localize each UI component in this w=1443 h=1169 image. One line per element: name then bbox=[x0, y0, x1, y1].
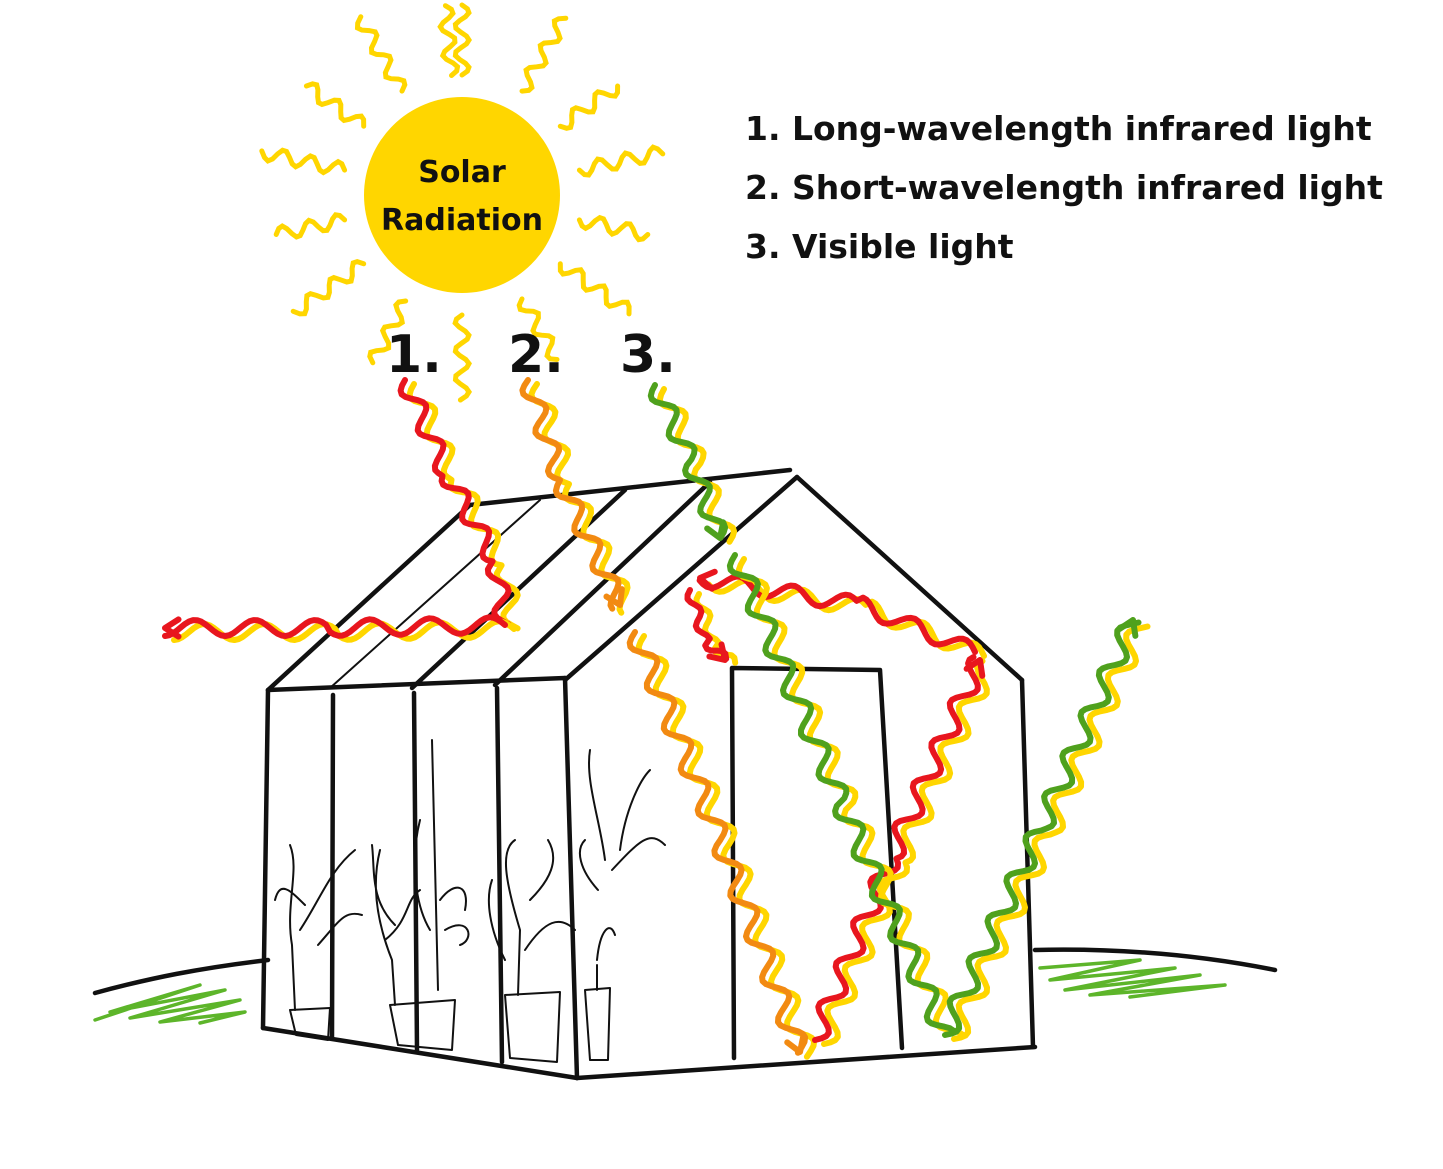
sun-rays bbox=[259, 2, 666, 403]
sun-label-line1: Solar bbox=[418, 155, 506, 190]
ray-trapped-ir-down-arrowhead bbox=[706, 641, 728, 663]
ray-trapped-ir-down bbox=[684, 587, 730, 662]
sun-ray bbox=[557, 261, 632, 317]
gable-bottom bbox=[574, 1044, 1038, 1081]
sun-ray bbox=[437, 3, 461, 78]
ray-short-ir-inside-arrowhead bbox=[784, 1033, 807, 1055]
sun-ray bbox=[576, 144, 666, 178]
sun-ray bbox=[557, 83, 621, 131]
ray-visible-inside-shadow bbox=[735, 556, 966, 1038]
ray-trapped-ir-up-arrowhead bbox=[963, 657, 986, 679]
side-wall-top bbox=[265, 675, 568, 693]
ray-visible-exit bbox=[942, 619, 1142, 1038]
ray-visible-incoming-arrowhead bbox=[704, 519, 727, 541]
ray-trapped-ir-up-shadow bbox=[821, 658, 990, 1047]
sun-ray bbox=[273, 212, 348, 240]
ray-short-ir-inside bbox=[626, 629, 809, 1056]
ray-visible-exit-shadow bbox=[951, 623, 1151, 1042]
ray-visible-exit-arrowhead bbox=[1116, 617, 1139, 639]
sun-ray bbox=[452, 312, 473, 403]
greenhouse bbox=[260, 467, 1038, 1081]
sun: Solar Radiation bbox=[259, 2, 666, 403]
wall-post-1 bbox=[329, 692, 336, 1040]
ray-short-ir-roof-arrowhead bbox=[603, 586, 625, 608]
sun-ray bbox=[576, 214, 651, 243]
ground bbox=[92, 947, 1278, 1025]
ray-visible-incoming bbox=[647, 382, 729, 541]
roof-rib-1 bbox=[329, 499, 541, 689]
side-wall-left bbox=[260, 687, 271, 1031]
ground-line-right bbox=[1032, 947, 1278, 973]
sun-ray bbox=[519, 15, 569, 94]
legend: 1. Long-wavelength infrared light 2. Sho… bbox=[745, 109, 1383, 266]
ray-marker-2: 2. bbox=[508, 325, 564, 385]
sun-ray bbox=[516, 296, 560, 362]
wall-post-3 bbox=[494, 685, 505, 1065]
grass-right bbox=[1038, 958, 1227, 999]
ray-long-ir-incoming bbox=[397, 377, 512, 628]
gable-right-slope bbox=[794, 474, 1025, 683]
ground-line-left bbox=[92, 957, 271, 996]
legend-item-short-ir: 2. Short-wavelength infrared light bbox=[745, 168, 1383, 207]
rays bbox=[162, 377, 1151, 1060]
sun-label-line2: Radiation bbox=[381, 203, 543, 238]
ray-short-ir-roof bbox=[519, 377, 622, 612]
wall-corner bbox=[562, 675, 580, 1081]
legend-item-visible: 3. Visible light bbox=[745, 227, 1014, 266]
sun-disc bbox=[364, 97, 560, 293]
side-wall-bottom bbox=[260, 1025, 580, 1081]
ray-trapped-ir-up bbox=[812, 654, 981, 1043]
ray-marker-1: 1. bbox=[386, 325, 442, 385]
sun-ray bbox=[290, 258, 367, 317]
grass-left bbox=[93, 983, 247, 1025]
ray-long-ir-reflected-arrowhead bbox=[162, 616, 182, 640]
ray-trapped-ir-across-arrowhead bbox=[697, 568, 718, 592]
roof-rib-3 bbox=[492, 479, 713, 688]
sun-ray bbox=[354, 14, 408, 94]
ray-marker-3: 3. bbox=[620, 325, 676, 385]
sun-ray bbox=[452, 2, 472, 78]
sun-ray bbox=[259, 147, 348, 176]
legend-item-long-ir: 1. Long-wavelength infrared light bbox=[745, 109, 1372, 148]
ray-trapped-ir-across bbox=[696, 573, 978, 655]
sun-ray bbox=[367, 298, 409, 366]
ray-markers: 1. 2. 3. bbox=[386, 325, 676, 385]
plants bbox=[274, 739, 666, 1063]
roof-eave bbox=[562, 474, 800, 683]
ray-visible-inside bbox=[726, 552, 957, 1034]
sun-ray bbox=[303, 81, 367, 129]
gable-right-wall bbox=[1019, 677, 1036, 1050]
ray-long-ir-reflected bbox=[162, 614, 508, 639]
